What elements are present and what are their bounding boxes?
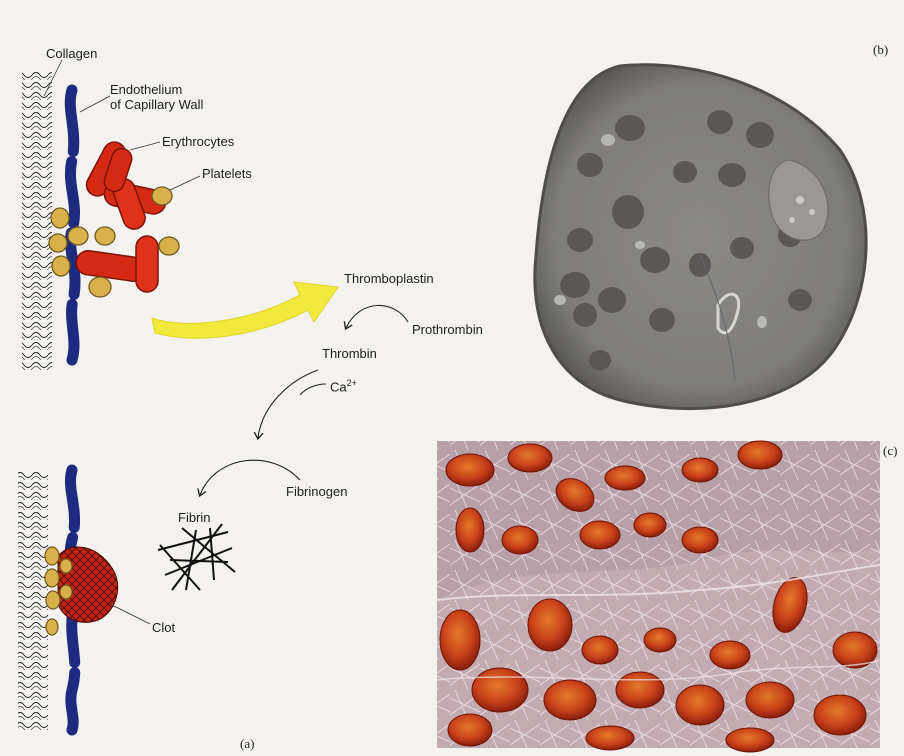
endothelium-label-line1: Endothelium [110,82,182,97]
erythrocyte [136,236,158,292]
clot [45,547,150,635]
platelets-label: Platelets [202,166,252,181]
platelet [45,569,59,587]
platelet [60,559,72,573]
thromboplastin-label: Thromboplastin [344,271,434,286]
platelet [46,619,58,635]
platelet [60,585,72,599]
panel-c-tag: (c) [883,443,897,459]
platelet [49,234,67,252]
endothelium-label-line2: of Capillary Wall [110,97,203,112]
calcium-label: Ca2+ [330,376,357,394]
prothrombin-to-thrombin-arrow [346,305,408,328]
calcium-link-line [300,384,326,395]
clot-label: Clot [152,620,175,635]
platelet [89,277,111,297]
collagen-label: Collagen [46,46,97,61]
collagen-layer-top [22,70,52,370]
fibrinogen-to-fibrin-arrow [200,460,300,495]
calcium-charge: 2+ [347,378,357,388]
thrombin-label: Thrombin [322,346,377,361]
endothelium-wall-top [70,90,75,360]
collagen-layer-bottom [18,470,48,730]
platelet [46,591,60,609]
platelet [159,237,179,255]
thromboplastin-release-arrow [152,282,338,338]
panel-b-tag: (b) [873,42,888,58]
platelet [152,187,172,205]
fibrinogen-label: Fibrinogen [286,484,347,499]
platelet [52,256,70,276]
fibrin-mesh [158,524,235,590]
platelet [68,227,88,245]
platelet [95,227,115,245]
panel-a-tag: (a) [240,736,254,752]
thrombin-calcium-arrow [258,370,318,438]
clot-sem-micrograph [437,441,880,752]
fibrin-label: Fibrin [178,510,211,525]
platelet [51,208,69,228]
erythrocytes-label: Erythrocytes [162,134,234,149]
platelet-micrograph [535,65,866,409]
prothrombin-label: Prothrombin [412,322,483,337]
erythrocyte-group [75,138,168,292]
platelet [45,547,59,565]
calcium-symbol: Ca [330,379,347,394]
